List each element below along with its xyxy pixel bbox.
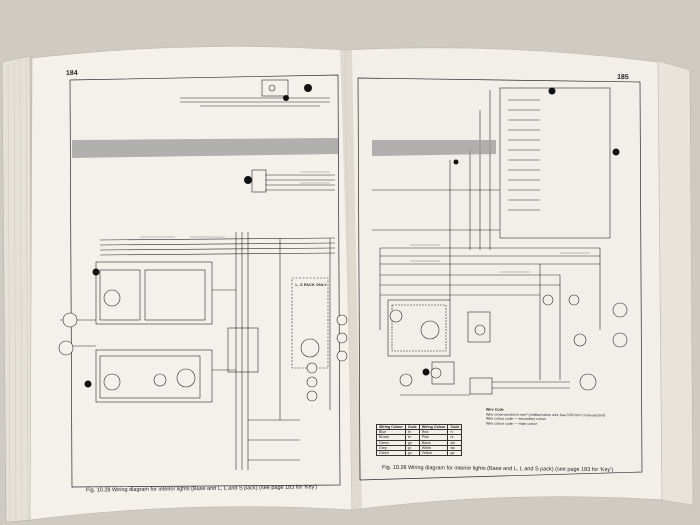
legend-header-row: Wiring Colour Code Wiring Colour Code — [376, 423, 463, 431]
wire-code-key: Wire Code Wire cross-section in mm² (omi… — [486, 408, 605, 427]
legend-header: Code — [404, 423, 420, 431]
legend-cell: ge — [447, 449, 463, 457]
wiring-colour-legend: Wiring Colour Code Wiring Colour Code Bl… — [376, 423, 463, 457]
legend-cell: ws — [447, 444, 463, 452]
tiny-wire-labels — [140, 171, 590, 273]
right-shaded-band — [372, 140, 496, 156]
left-shaded-band — [72, 138, 338, 158]
left-page-number: 184 — [65, 69, 78, 78]
left-diagram — [60, 74, 341, 488]
right-diagram — [357, 77, 643, 481]
legend-row: Green gn Yellow ge — [376, 449, 463, 457]
legend-header: Wiring Colour — [376, 423, 406, 431]
page-stack-left — [1, 55, 33, 523]
left-components — [58, 84, 348, 402]
right-components — [389, 294, 628, 391]
ls-pack-label: L, S PACK ONLY — [295, 282, 327, 287]
legend-header: Code — [447, 423, 463, 431]
legend-cell: Green — [376, 449, 406, 457]
right-page — [344, 47, 663, 511]
right-page-number: 185 — [616, 73, 629, 82]
legend-header: Wiring Colour — [418, 423, 449, 431]
legend-cell: Yellow — [418, 449, 449, 457]
left-markers — [84, 84, 312, 388]
right-markers — [422, 87, 620, 376]
wire-code-line: Wire colour code — main colour — [485, 421, 538, 426]
page-stack-lines — [7, 57, 29, 521]
legend-cell: gn — [404, 449, 420, 457]
legend-cell: sw — [447, 439, 463, 446]
spine-shadow — [340, 50, 362, 510]
